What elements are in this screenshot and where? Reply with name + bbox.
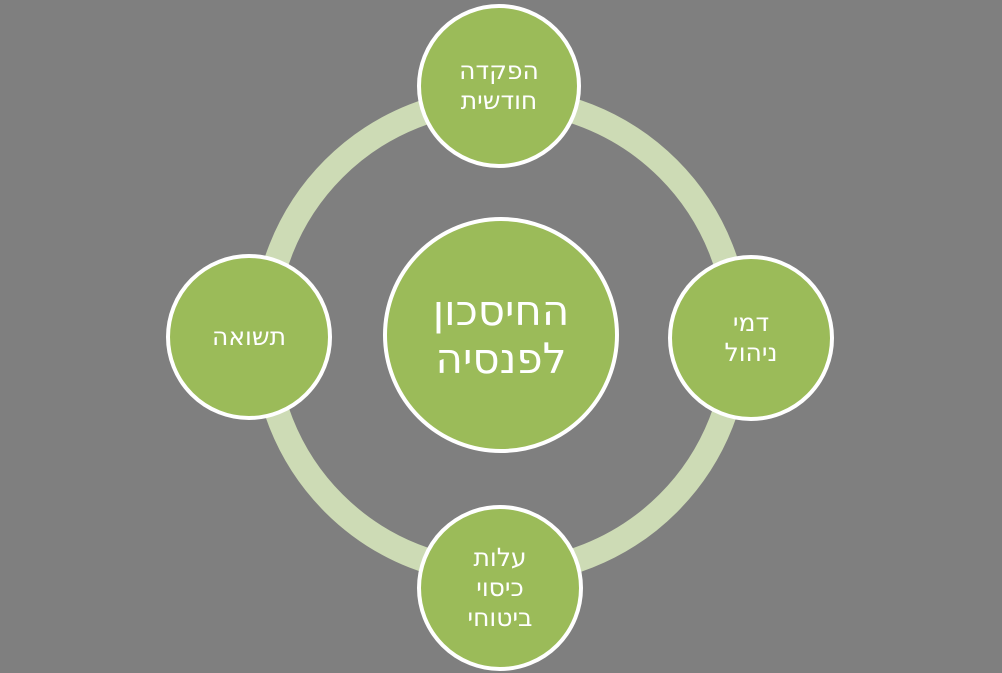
node-insurance-coverage-cost: עלות כיסוי ביטוחי — [417, 505, 583, 671]
node-label-line: הפקדה — [459, 56, 539, 85]
node-label-line: כיסוי — [476, 573, 524, 602]
node-return: תשואה — [166, 254, 332, 420]
node-label-line: עלות — [473, 543, 527, 572]
center-node-pension-savings: החיסכון לפנסיה — [383, 217, 619, 453]
node-label-line: ביטוחי — [467, 603, 533, 632]
center-label-line-1: החיסכון — [432, 286, 570, 335]
node-monthly-deposit: הפקדה חודשית — [417, 4, 581, 168]
node-management-fees: דמי ניהול — [668, 255, 834, 421]
node-label-line: תשואה — [212, 322, 286, 351]
node-label-line: ניהול — [724, 338, 778, 367]
center-label-line-2: לפנסיה — [435, 334, 567, 383]
node-label-line: חודשית — [460, 86, 538, 115]
node-label-line: דמי — [732, 308, 770, 337]
